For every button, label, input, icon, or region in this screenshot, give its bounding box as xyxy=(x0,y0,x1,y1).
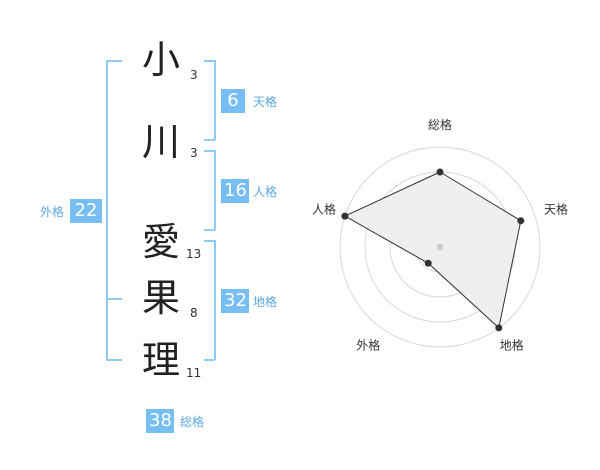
radar-axis-label-2: 天格 xyxy=(544,201,568,216)
soukaku-label: 総格 xyxy=(180,415,205,429)
radar-ring-4 xyxy=(339,146,541,348)
stroke-count-1: 3 xyxy=(190,68,198,82)
tenkaku-label: 天格 xyxy=(253,95,278,109)
radar-point-2 xyxy=(517,217,525,225)
jinkaku-label: 人格 xyxy=(253,185,278,199)
stroke-count-5: 11 xyxy=(186,366,202,380)
stroke-count-2: 3 xyxy=(190,146,198,160)
tenkaku-bracket-bottom xyxy=(204,139,215,141)
radar-axis-label-1: 総格 xyxy=(428,117,452,132)
tenkaku-bracket-vertical xyxy=(214,60,216,140)
jinkaku-bracket-bottom xyxy=(204,229,215,231)
gaikaku-bracket-bottom xyxy=(106,359,122,361)
jinkaku-badge: 16 xyxy=(221,179,249,203)
radar-point-3 xyxy=(495,324,503,332)
radar-score-polygon xyxy=(343,171,522,329)
chikaku-label: 地格 xyxy=(253,295,278,309)
name-char-3: 愛 xyxy=(142,220,181,264)
name-char-5: 理 xyxy=(142,338,181,382)
radar-point-4 xyxy=(424,259,432,267)
radar-axis-label-4: 外格 xyxy=(356,338,380,353)
chikaku-badge: 32 xyxy=(221,289,249,313)
jinkaku-bracket-vertical xyxy=(214,150,216,230)
name-char-1: 小 xyxy=(142,38,181,82)
stroke-count-3: 13 xyxy=(186,247,202,261)
tenkaku-badge: 6 xyxy=(221,89,245,113)
chikaku-bracket-top xyxy=(204,240,215,242)
stroke-count-4: 8 xyxy=(190,306,198,320)
radar-axis-label-5: 人格 xyxy=(312,201,336,216)
chikaku-bracket-bottom xyxy=(204,359,215,361)
name-char-4: 果 xyxy=(142,276,181,320)
chikaku-bracket-vertical xyxy=(214,240,216,360)
gaikaku-label: 外格 xyxy=(40,205,65,219)
soukaku-badge: 38 xyxy=(146,409,174,433)
radar-center-dot xyxy=(436,243,444,251)
gaikaku-badge: 22 xyxy=(70,199,102,223)
gaikaku-bracket-vertical xyxy=(106,60,108,360)
tenkaku-bracket-top xyxy=(204,60,215,62)
name-char-2: 川 xyxy=(142,120,181,164)
gaikaku-bracket-top xyxy=(106,60,122,62)
jinkaku-bracket-top xyxy=(204,150,215,152)
radar-point-5 xyxy=(341,212,349,220)
radar-axis-label-3: 地格 xyxy=(500,338,524,353)
radar-point-1 xyxy=(436,168,444,176)
gaikaku-bracket-mid xyxy=(106,298,122,300)
